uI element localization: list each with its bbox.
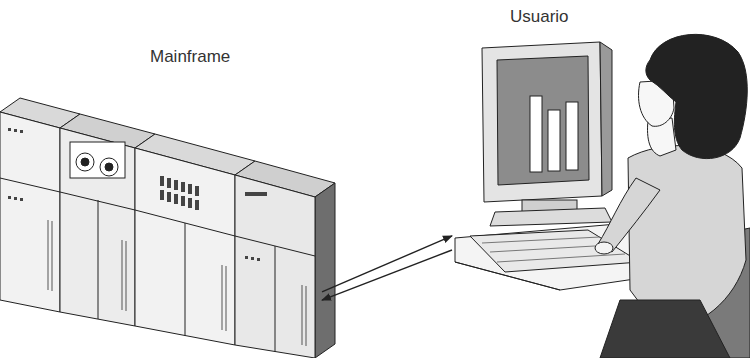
mainframe-illustration [185,223,186,336]
mainframe-illustration [0,112,60,312]
user-illustration [600,42,612,196]
mainframe-illustration [98,200,99,319]
mainframe-illustration [8,196,11,199]
user-workstation: Usuario [452,5,750,358]
user-illustration [482,42,602,202]
mainframe-illustration [135,148,235,345]
mainframe-illustration [257,258,260,261]
user-illustration [600,300,730,358]
mainframe-illustration [160,190,164,200]
mainframe-illustration [122,240,123,310]
mainframe-illustration [0,178,60,192]
mainframe-illustration [226,266,227,331]
mainframe-illustration [245,192,267,196]
mainframe-illustration [76,153,94,171]
mainframe-illustration [195,186,199,196]
mainframe-illustration [181,182,185,192]
mainframe-illustration [14,197,17,200]
user-illustration [566,102,578,170]
mainframe-illustration [306,286,307,346]
user-illustration [548,110,560,171]
mainframe-illustration [167,192,171,202]
user-illustration [482,237,600,243]
mainframe-illustration [181,196,185,206]
mainframe-illustration [48,220,306,346]
mainframe-illustration [222,265,223,330]
data-arrow [322,236,452,292]
mainframe-illustration [52,221,53,291]
mainframe-illustration [126,241,127,311]
mainframe-illustration [174,194,178,204]
mainframe-illustration [60,128,135,326]
mainframe-illustration [188,184,192,194]
mainframe-illustration [235,175,315,358]
user-illustration [646,34,747,158]
mainframe-illustration [81,158,89,166]
mainframe-illustration [167,178,171,188]
mainframe-illustration [70,142,125,178]
user-illustration [598,178,660,252]
node-label: Mainframe [150,47,230,67]
mainframe-illustration [245,256,248,259]
mainframe-illustration [14,129,17,132]
user-illustration [595,242,613,254]
user-illustration [497,254,625,262]
mainframe-illustration [20,130,23,133]
mainframe-illustration [188,198,192,208]
mainframe-unit: Mainframe [0,45,322,358]
data-arrow [322,250,452,300]
user-illustration [490,208,612,226]
mainframe-illustration [251,257,254,260]
mainframe-illustration [174,180,178,190]
user-illustration [455,34,750,358]
mainframe-illustration [0,98,335,358]
mainframe-illustration [105,163,113,171]
mainframe-illustration [48,220,49,290]
mainframe-illustration [315,183,335,358]
node-label: Usuario [510,7,569,27]
mainframe-illustration [160,176,164,186]
mainframe-illustration [8,128,267,261]
user-illustration [530,96,542,172]
mainframe-illustration [195,200,199,210]
user-illustration [497,56,589,185]
mainframe-illustration [302,285,303,345]
mainframe-illustration [100,158,118,176]
mainframe-illustration [8,128,11,131]
mainframe-illustration [20,198,23,201]
user-illustration [490,245,612,252]
mainframe-illustration [275,246,276,352]
